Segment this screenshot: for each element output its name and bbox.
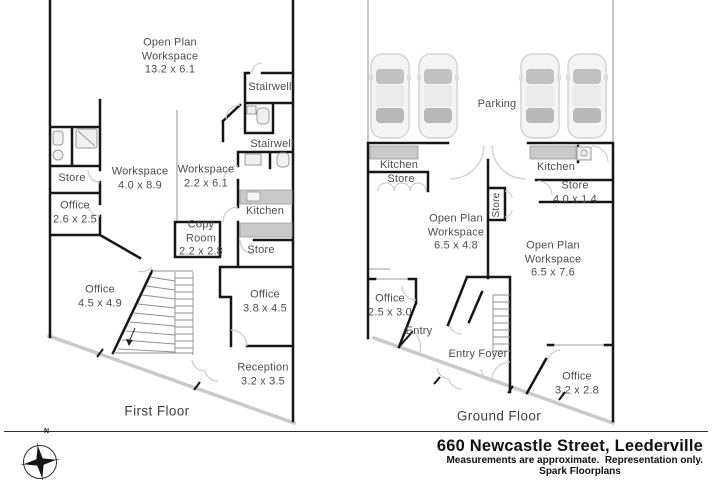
car-icon (518, 53, 562, 139)
ground-floor-plan (366, 0, 616, 426)
floorplan-credit: Spark Floorplans (539, 466, 621, 477)
room-label-entry: Entry (405, 325, 433, 338)
room-label-stairwell-upper: Stairwell (248, 81, 292, 94)
car-icon (565, 53, 609, 139)
stairs-ground-floor-icon (492, 294, 510, 352)
ground-floor-title: Ground Floor (456, 408, 542, 424)
room-label-store-east-ff: Store (247, 244, 275, 257)
bathroom-fixtures-icon (52, 105, 290, 168)
room-label-kitchen-west-gf: Kitchen (379, 159, 419, 172)
room-label-store-west-gf: Store (387, 173, 415, 186)
room-label-kitchen-ff: Kitchen (245, 205, 285, 218)
parking-cars (368, 53, 609, 139)
compass-north-label: N (44, 428, 50, 435)
car-icon (368, 53, 412, 139)
car-icon (416, 53, 460, 139)
room-label-parking: Parking (477, 98, 517, 111)
room-label-store-west-ff: Store (58, 172, 86, 185)
property-address: 660 Newcastle Street, Leederville (436, 437, 703, 455)
stairs-first-floor-icon (111, 269, 194, 355)
compass-icon (21, 443, 59, 480)
footer-divider (4, 431, 708, 432)
kitchen-counter-icon (369, 145, 592, 161)
kitchen-counter-icon (239, 189, 293, 238)
first-floor-plan (46, 0, 297, 426)
first-floor-title: First Floor (124, 403, 190, 419)
disclaimer-text: Measurements are approximate. Representa… (446, 455, 703, 466)
room-label-stairwell-lower: Stairwell (250, 138, 294, 151)
room-label-kitchen-east-gf: Kitchen (536, 161, 576, 174)
room-label-entry-foyer: Entry Foyer (448, 348, 508, 361)
